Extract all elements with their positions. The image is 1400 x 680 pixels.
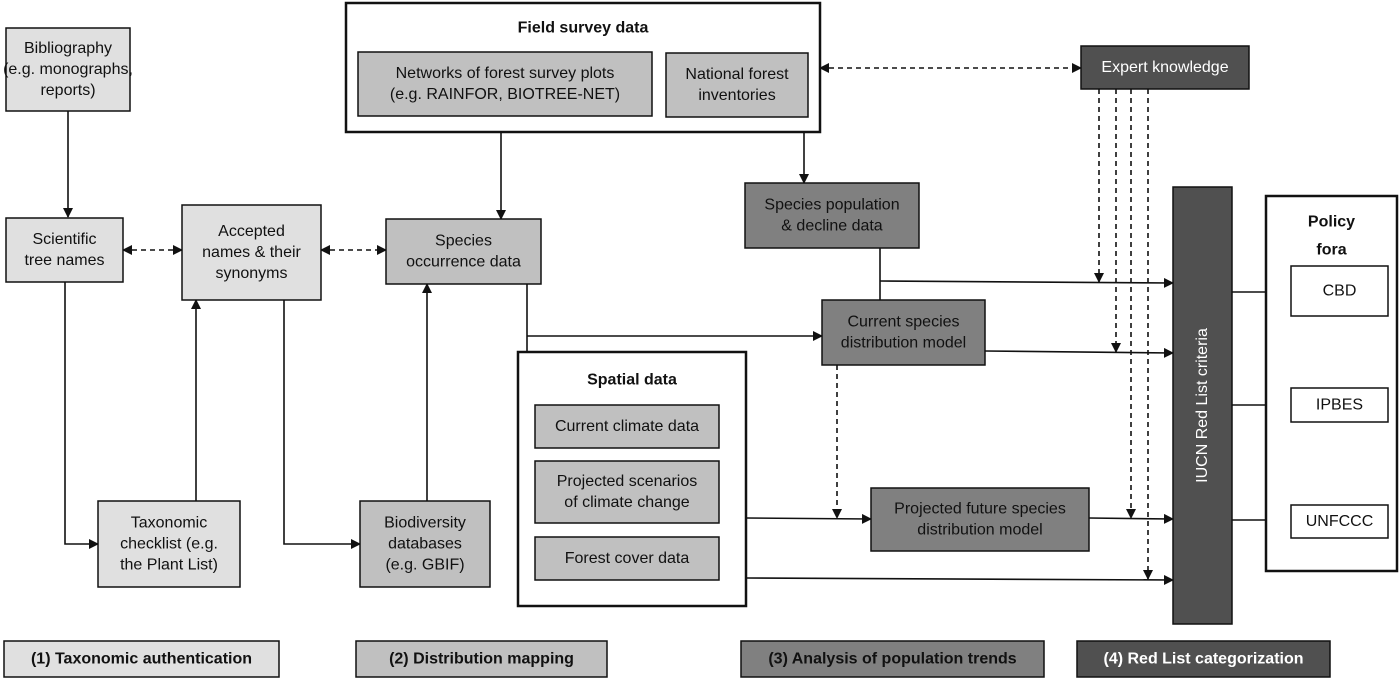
accepted-label-line: Accepted: [218, 223, 285, 240]
ipbes-box: [1290, 387, 1389, 423]
accepted-node: Accepted names & their synonyms: [181, 204, 322, 301]
iucn-node: IUCN Red List criteria: [1172, 186, 1233, 625]
stage4-node: (4) Red List categorization: [1076, 640, 1331, 678]
biodiversity-box: [359, 500, 491, 588]
occurrence-label-line: Species: [435, 233, 492, 250]
iucn-label: IUCN Red List criteria: [1194, 328, 1211, 483]
stage3-label-line: (3) Analysis of population trends: [768, 651, 1016, 668]
field-survey-title-label-line: Field survey data: [518, 20, 649, 37]
national-box: [665, 52, 809, 118]
occurrence-label-line: occurrence data: [406, 253, 521, 270]
stage2-box: [355, 640, 608, 678]
bibliography-box: [5, 27, 131, 112]
forest-cover-node: Forest cover data: [534, 536, 720, 581]
forest-cover-label-line: Forest cover data: [565, 550, 690, 567]
networks-node: Networks of forest survey plots (e.g. RAI…: [357, 51, 653, 117]
accepted-box: [181, 204, 322, 301]
biodiversity-label-line: (e.g. GBIF): [385, 556, 464, 573]
future-sdm-box: [870, 487, 1090, 552]
scientific-box: [5, 217, 124, 283]
accepted-label-line: synonyms: [215, 265, 287, 282]
bibliography-label-line: Bibliography: [24, 40, 112, 57]
bibliography-label-line: reports): [40, 82, 95, 99]
ipbes-node: IPBES: [1290, 387, 1389, 423]
cbd-node: CBD: [1290, 265, 1389, 317]
checklist-node: Taxonomic checklist (e.g. the Plant List): [97, 500, 241, 588]
networks-label-line: (e.g. RAINFOR, BIOTREE-NET): [390, 86, 620, 103]
unfccc-box: [1290, 504, 1389, 539]
current-sdm-to-iucn-arrow: [984, 347, 1174, 358]
spatial-title-label-line: Spatial data: [587, 372, 677, 389]
iucn-box: [1172, 186, 1233, 625]
accepted-label-line: names & their: [202, 244, 301, 261]
current-sdm-node: Current species distribution model: [821, 299, 986, 366]
checklist-label-line: Taxonomic: [131, 515, 207, 532]
forest-cover-box: [534, 536, 720, 581]
stage3-box: [740, 640, 1045, 678]
stage1-node: (1) Taxonomic authentication: [3, 640, 280, 678]
future-sdm-node: Projected future species distribution mod…: [870, 487, 1090, 552]
national-label-line: inventories: [698, 87, 775, 104]
scenarios-box: [534, 460, 720, 524]
expert-node: Expert knowledge: [1080, 45, 1250, 90]
spatial-to-iucn-arrow: [745, 574, 1174, 585]
cbd-label-line: CBD: [1323, 283, 1357, 300]
policy-title-label-line: Policy: [1308, 214, 1355, 231]
unfccc-node: UNFCCC: [1290, 504, 1389, 539]
future-sdm-label-line: distribution model: [917, 521, 1042, 538]
population-node: Species population & decline data: [744, 182, 920, 249]
expert-box: [1080, 45, 1250, 90]
scenarios-label-line: of climate change: [564, 494, 690, 511]
biodiversity-node: Biodiversity databases (e.g. GBIF): [359, 500, 491, 588]
current-sdm-label-line: distribution model: [841, 334, 966, 351]
climate-box: [534, 404, 720, 449]
population-box: [744, 182, 920, 249]
stage1-box: [3, 640, 280, 678]
checklist-label-line: checklist (e.g.: [120, 536, 218, 553]
biodiversity-label-line: databases: [388, 536, 462, 553]
scenarios-label-line: Projected scenarios: [557, 473, 698, 490]
occurrence-box: [385, 218, 542, 285]
occurrence-node: Species occurrence data: [385, 218, 542, 285]
biodiversity-label-line: Biodiversity: [384, 515, 466, 532]
climate-label-line: Current climate data: [555, 418, 699, 435]
scientific-label-line: Scientific: [32, 231, 96, 248]
stage1-label-line: (1) Taxonomic authentication: [31, 651, 252, 668]
policy-title-label-line: fora: [1316, 242, 1346, 259]
stage4-box: [1076, 640, 1331, 678]
national-label-line: National forest: [685, 66, 789, 83]
population-label-line: Species population: [764, 197, 899, 214]
bibliography-label-line: (e.g. monographs,: [3, 61, 133, 78]
scientific-to-checklist-arrow: [64, 282, 99, 549]
stage2-label-line: (2) Distribution mapping: [389, 651, 574, 668]
networks-box: [357, 51, 653, 117]
checklist-box: [97, 500, 241, 588]
expert-label-line: Expert knowledge: [1101, 59, 1228, 76]
population-label-line: & decline data: [781, 217, 883, 234]
checklist-label-line: the Plant List): [120, 556, 218, 573]
future-sdm-to-iucn-arrow: [1088, 513, 1174, 524]
scientific-node: Scientific tree names: [5, 217, 124, 283]
future-sdm-label-line: Projected future species: [894, 501, 1066, 518]
cbd-box: [1290, 265, 1389, 317]
scenarios-node: Projected scenarios of climate change: [534, 460, 720, 524]
stage2-node: (2) Distribution mapping: [355, 640, 608, 678]
current-sdm-label-line: Current species: [847, 314, 959, 331]
connectors: [63, 63, 1292, 585]
population-to-iucn-arrow: [879, 277, 1174, 288]
bibliography-node: Bibliography (e.g. monographs, reports): [3, 27, 133, 112]
networks-label-line: Networks of forest survey plots: [396, 65, 615, 82]
climate-node: Current climate data: [534, 404, 720, 449]
scientific-label-line: tree names: [24, 252, 104, 269]
stage3-node: (3) Analysis of population trends: [740, 640, 1045, 678]
national-node: National forest inventories: [665, 52, 809, 118]
current-sdm-box: [821, 299, 986, 366]
stage4-label-line: (4) Red List categorization: [1103, 651, 1303, 668]
accepted-to-biodiversity-arrow: [283, 300, 361, 549]
spatial-to-future-sdm-arrow: [745, 513, 872, 524]
unfccc-label-line: UNFCCC: [1306, 513, 1374, 530]
ipbes-label-line: IPBES: [1316, 397, 1363, 414]
